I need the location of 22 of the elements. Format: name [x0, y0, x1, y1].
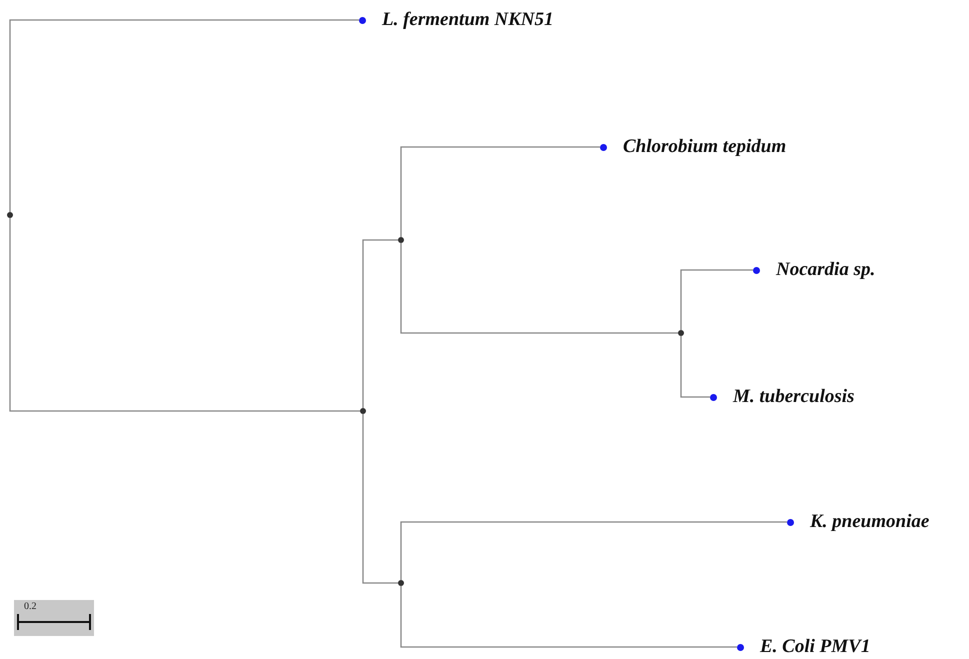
tree-branch	[400, 586, 737, 648]
tree-branch	[680, 269, 753, 330]
tree-branch	[400, 521, 787, 580]
branch-node	[360, 408, 366, 414]
taxon-label: K. pneumoniae	[810, 511, 930, 533]
branch-node	[398, 237, 404, 243]
taxon-label: L. fermentum NKN51	[382, 9, 554, 31]
branch-node	[678, 330, 684, 336]
taxon-label: M. tuberculosis	[733, 386, 854, 408]
taxon-label: Chlorobium tepidum	[623, 136, 786, 158]
scale-label: 0.2	[24, 601, 36, 612]
tree-branch	[362, 239, 398, 408]
branch-node	[398, 580, 404, 586]
tree-branch	[362, 414, 398, 584]
tree-branch	[400, 146, 600, 237]
taxon-label: E. Coli PMV1	[760, 636, 870, 658]
branch-node	[7, 212, 13, 218]
taxon-label: Nocardia sp.	[776, 259, 876, 281]
tree-branch	[9, 218, 360, 412]
tree-branch	[680, 336, 710, 398]
tree-branch	[400, 243, 678, 334]
tree-branch	[9, 19, 359, 212]
